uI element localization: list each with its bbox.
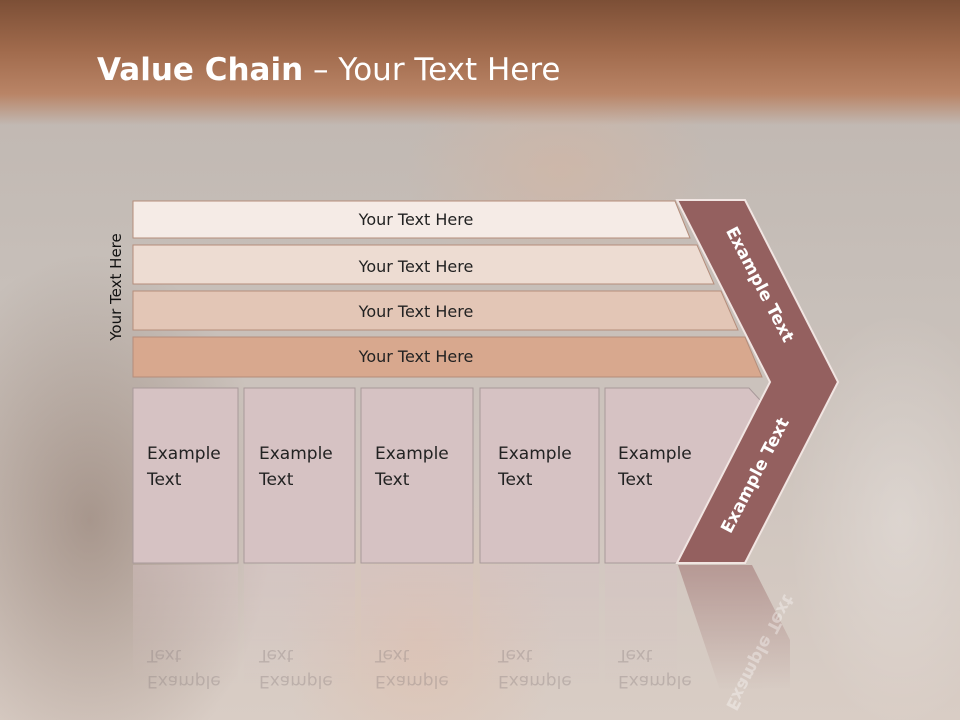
reflection-box-1 (133, 565, 238, 685)
bar-4 (132, 336, 763, 378)
reflection-text-group: Example Text Example Text Example Text E… (146, 645, 692, 691)
box-2-line2: Text (258, 470, 294, 490)
reflection-text-3b: Text (374, 645, 410, 665)
boxes-group: Example Text Example Text Example Text E… (132, 387, 761, 564)
bar-4-label: Your Text Here (358, 347, 474, 366)
reflection-box-5 (605, 565, 677, 685)
header-band (0, 0, 960, 125)
box-4-line2: Text (497, 470, 533, 490)
box-3-line1: Example (375, 444, 449, 464)
reflection-text-1b: Text (146, 645, 182, 665)
box-5-line2: Text (617, 470, 653, 490)
bar-1 (132, 200, 691, 239)
bar-2-label: Your Text Here (358, 257, 474, 276)
reflection-text-2b: Text (258, 645, 294, 665)
reflection-text-3a: Example (375, 671, 449, 691)
reflection-text-1a: Example (147, 671, 221, 691)
box-4-line1: Example (498, 444, 572, 464)
reflection-box-3 (361, 565, 473, 685)
box-3 (360, 387, 474, 564)
box-4 (479, 387, 600, 564)
title-bold: Value Chain (97, 52, 304, 88)
reflection-text-2a: Example (259, 671, 333, 691)
reflection-text-5b: Text (617, 645, 653, 665)
bar-1-label: Your Text Here (358, 210, 474, 229)
box-1-line2: Text (146, 470, 182, 490)
slide-title: Value Chain – Your Text Here (97, 52, 560, 88)
bar-2 (132, 244, 715, 285)
reflection-text-4a: Example (498, 671, 572, 691)
reflection-box-2 (244, 565, 355, 685)
reflection-box-4 (480, 565, 599, 685)
title-rest: – Your Text Here (303, 52, 561, 88)
box-3-line2: Text (374, 470, 410, 490)
box-5-line1: Example (618, 444, 692, 464)
bar-3 (132, 290, 739, 331)
value-chevron (675, 199, 840, 564)
box-2-line1: Example (259, 444, 333, 464)
bars-group: Your Text Here Your Text Here Your Text … (132, 200, 763, 378)
reflection-text-5a: Example (618, 671, 692, 691)
reflection-chevron (678, 565, 790, 690)
bar-3-label: Your Text Here (358, 302, 474, 321)
box-1-line1: Example (147, 444, 221, 464)
box-1 (132, 387, 239, 564)
reflection-text-4b: Text (497, 645, 533, 665)
reflection-group (133, 565, 790, 690)
box-2 (243, 387, 356, 564)
